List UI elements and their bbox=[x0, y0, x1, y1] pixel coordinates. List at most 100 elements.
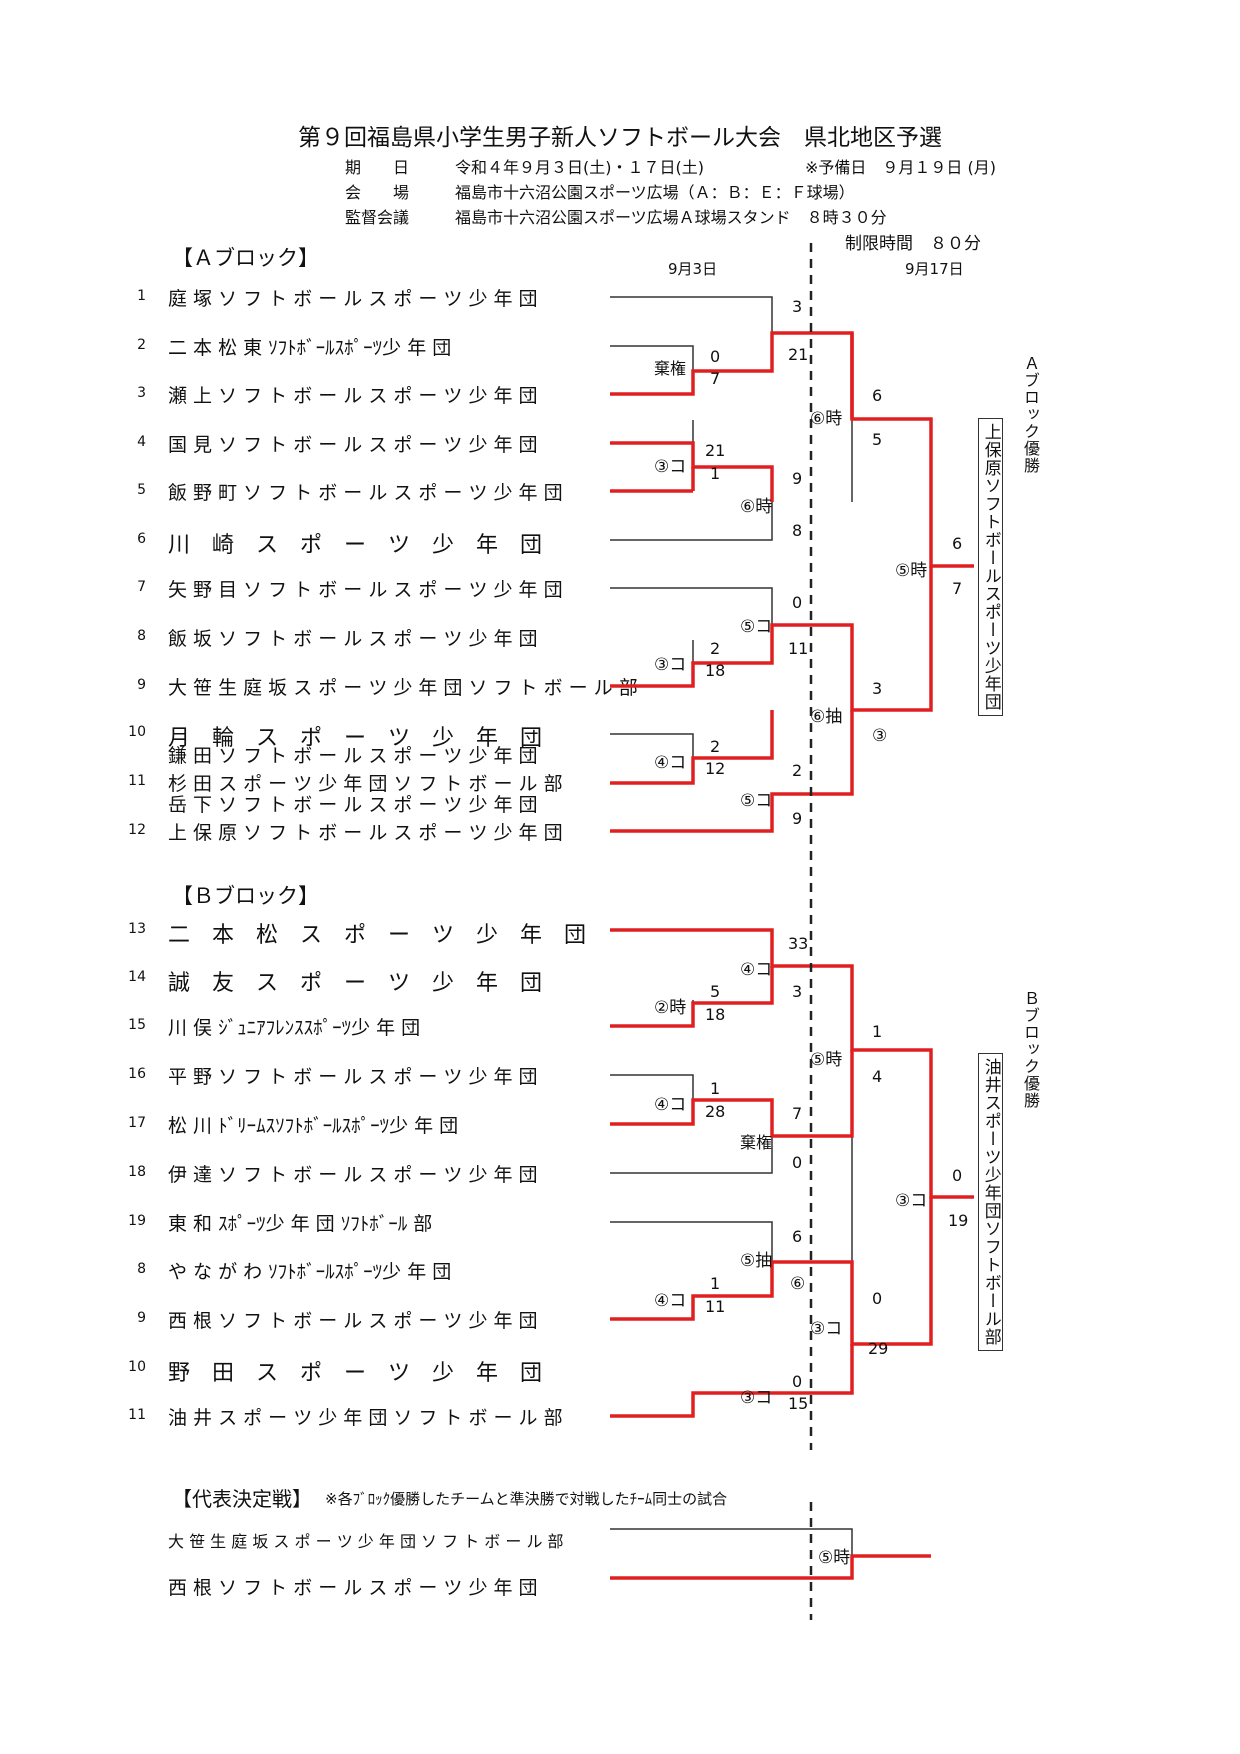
block-b-team-number: 14 bbox=[128, 969, 146, 985]
block-a-team-number: 9 bbox=[137, 677, 146, 693]
score-a_m8b: 9 bbox=[792, 809, 803, 828]
block-a-team-name: 国 見 ソ フ ト ボ ー ル ス ポ ー ツ 少 年 団 bbox=[168, 434, 538, 456]
score-a_q1n: ⑥時 bbox=[810, 409, 843, 429]
score-b_fa: 0 bbox=[952, 1166, 963, 1185]
block-b-team-number: 18 bbox=[128, 1164, 146, 1180]
day2-label: 9月17日 bbox=[905, 260, 964, 278]
score-a_q1a: 6 bbox=[872, 386, 883, 405]
block-a-team-name: 川 崎 ス ポ ー ツ 少 年 団 bbox=[168, 533, 543, 558]
final-title: 【代表決定戦】 bbox=[172, 1487, 312, 1511]
score-a_m7n: ④コ bbox=[654, 753, 687, 773]
meeting-value: 福島市十六沼公園スポーツ広場Ａ球場スタンド ８時３０分 bbox=[455, 208, 887, 227]
score-a_m3a: 21 bbox=[705, 441, 726, 460]
block-a-team-name: 岳 下 ソ フ ト ボ ー ル ス ポ ー ツ 少 年 団 bbox=[168, 794, 538, 816]
score-a_m7a: 2 bbox=[710, 737, 721, 756]
score-a_q1b: 5 bbox=[872, 430, 883, 449]
block-a-team-name: 矢 野 目 ソ フ ト ボ ー ル ス ポ ー ツ 少 年 団 bbox=[168, 579, 563, 601]
score-b_m1a: 33 bbox=[788, 934, 809, 953]
score-a_m4b: 8 bbox=[792, 521, 803, 540]
block-a-team-number: 12 bbox=[128, 822, 146, 838]
block-a-team-number: 6 bbox=[137, 531, 146, 547]
block-a-team-number: 11 bbox=[128, 773, 146, 789]
score-b_fb: 19 bbox=[948, 1211, 969, 1230]
block-b-team-number: 13 bbox=[128, 921, 146, 937]
block-b-team-number: 19 bbox=[128, 1213, 146, 1229]
score-b_m7n: ③コ bbox=[740, 1388, 773, 1408]
score-a_q2n: ⑥抽 bbox=[810, 707, 843, 727]
block-a-team-name: 飯 野 町 ソ フ ト ボ ー ル ス ポ ー ツ 少 年 団 bbox=[168, 482, 563, 504]
block-a-team-number: 2 bbox=[137, 337, 146, 353]
date-label: 期 日 bbox=[345, 158, 410, 177]
score-a_m3n: ③コ bbox=[654, 457, 687, 477]
score-a_m6a: 2 bbox=[710, 639, 721, 658]
block-b-team-name: 油 井 ス ポ ー ツ 少 年 団 ソ フ ト ボ ー ル 部 bbox=[168, 1407, 563, 1429]
score-a_m1: 3 bbox=[792, 297, 803, 316]
score-a_q2b: ③ bbox=[872, 726, 888, 746]
block-a-team-number: 4 bbox=[137, 434, 146, 450]
score-b_fn: ③コ bbox=[895, 1191, 928, 1211]
score-b_m7b: 15 bbox=[788, 1394, 809, 1413]
score-b_m2b: 18 bbox=[705, 1005, 726, 1024]
score-a_m6b: 18 bbox=[705, 661, 726, 680]
score-b_m2n: ②時 bbox=[654, 998, 687, 1018]
score-b_q2a: 0 bbox=[872, 1289, 883, 1308]
date-value: 令和４年９月３日(土)・１７日(土) bbox=[455, 158, 704, 177]
block-a-team-name: 二 本 松 東 ｿﾌﾄﾎﾞｰﾙｽﾎﾟｰﾂ少 年 団 bbox=[168, 337, 452, 359]
score-a_fn: ⑤時 bbox=[895, 561, 928, 581]
score-b_m5n: ⑤抽 bbox=[740, 1251, 773, 1271]
block-a-team-name: 飯 坂 ソ フ ト ボ ー ル ス ポ ー ツ 少 年 団 bbox=[168, 628, 538, 650]
block-a-team-name: 杉 田 ス ポ ー ツ 少 年 団 ソ フ ト ボ ー ル 部 bbox=[168, 773, 563, 795]
block-b-winner-team: 油井スポーツ少年団ソフトボール部 bbox=[978, 1053, 1003, 1351]
score-b_m6n: ④コ bbox=[654, 1291, 687, 1311]
score-a_m2a: 0 bbox=[710, 347, 721, 366]
score-a_m1b: 21 bbox=[788, 345, 809, 364]
block-a-title: 【Ａブロック】 bbox=[172, 246, 319, 270]
score-b_m4a: 7 bbox=[792, 1104, 803, 1123]
final-note: ※各ﾌﾞﾛｯｸ優勝したチームと準決勝で対戦したﾁｰﾑ同士の試合 bbox=[325, 1490, 728, 1508]
block-b-team-name: 平 野 ソ フ ト ボ ー ル ス ポ ー ツ 少 年 団 bbox=[168, 1066, 538, 1088]
score-a_m3b: 1 bbox=[710, 464, 721, 483]
block-a-team-number: 1 bbox=[137, 288, 146, 304]
score-a_m5a: 0 bbox=[792, 593, 803, 612]
score-a_m6n: ③コ bbox=[654, 655, 687, 675]
block-b-team-name: 二 本 松 ス ポ ー ツ 少 年 団 bbox=[168, 923, 587, 948]
venue-label: 会 場 bbox=[345, 183, 410, 202]
meeting-label: 監督会議 bbox=[345, 208, 410, 227]
score-b_q1a: 1 bbox=[872, 1022, 883, 1041]
block-a-team-name: 庭 塚 ソ フ ト ボ ー ル ス ポ ー ツ 少 年 団 bbox=[168, 288, 538, 310]
score-b_q1n: ⑤時 bbox=[810, 1050, 843, 1070]
block-b-team-number: 8 bbox=[137, 1261, 146, 1277]
score-b_m4b: 0 bbox=[792, 1153, 803, 1172]
score-b_m4n: 棄権 bbox=[740, 1133, 773, 1152]
score-b_m6b: 11 bbox=[705, 1297, 726, 1316]
score-b_m1b: 3 bbox=[792, 982, 803, 1001]
block-b-team-name: 野 田 ス ポ ー ツ 少 年 団 bbox=[168, 1361, 543, 1386]
block-b-winner-label: Ｂブロック優勝 bbox=[1021, 990, 1040, 1109]
block-b-team-number: 11 bbox=[128, 1407, 146, 1423]
score-b_q2b: 29 bbox=[868, 1339, 889, 1358]
block-b-team-name: 松 川 ﾄﾞﾘｰﾑｽｿﾌﾄﾎﾞｰﾙｽﾎﾟｰﾂ少 年 団 bbox=[168, 1115, 459, 1137]
block-b-team-name: 川 俣 ｼﾞｭﾆｱﾌﾚﾝｽｽﾎﾟｰﾂ少 年 団 bbox=[168, 1017, 421, 1039]
block-a-team-number: 7 bbox=[137, 579, 146, 595]
page-title: 第９回福島県小学生男子新人ソフトボール大会 県北地区予選 bbox=[298, 125, 942, 151]
score-a_m4n: ⑥時 bbox=[740, 497, 773, 517]
block-a-team-name: 鎌 田 ソ フ ト ボ ー ル ス ポ ー ツ 少 年 団 bbox=[168, 745, 538, 767]
block-b-team-number: 16 bbox=[128, 1066, 146, 1082]
time-limit: 制限時間 ８０分 bbox=[845, 234, 981, 254]
score-b_m5b: ⑥ bbox=[790, 1274, 806, 1294]
score-b_q2n: ③コ bbox=[810, 1319, 843, 1339]
block-b-team-name: 東 和 ｽﾎﾟｰﾂ少 年 団 ｿﾌﾄﾎﾞｰﾙ 部 bbox=[168, 1213, 433, 1235]
reserve-date: ※予備日 ９月１９日 (月) bbox=[805, 158, 996, 177]
block-b-team-number: 17 bbox=[128, 1115, 146, 1131]
final-team-1: 大 笹 生 庭 坂 ス ポ ー ツ 少 年 団 ソ フ ト ボ ー ル 部 bbox=[168, 1532, 564, 1551]
score-b_m2a: 5 bbox=[710, 982, 721, 1001]
final-game-label: ⑤時 bbox=[818, 1548, 851, 1568]
score-a_m5b: 11 bbox=[788, 639, 809, 658]
score-b_m3b: 28 bbox=[705, 1102, 726, 1121]
score-b_m6a: 1 bbox=[710, 1274, 721, 1293]
bracket-red-lines bbox=[610, 331, 974, 1580]
score-a_m7b: 12 bbox=[705, 759, 726, 778]
block-a-winner-label: Ａブロック優勝 bbox=[1021, 355, 1040, 474]
block-a-team-name: 大 笹 生 庭 坂 ス ポ ー ツ 少 年 団 ソ フ ト ボ ー ル 部 bbox=[168, 677, 638, 699]
